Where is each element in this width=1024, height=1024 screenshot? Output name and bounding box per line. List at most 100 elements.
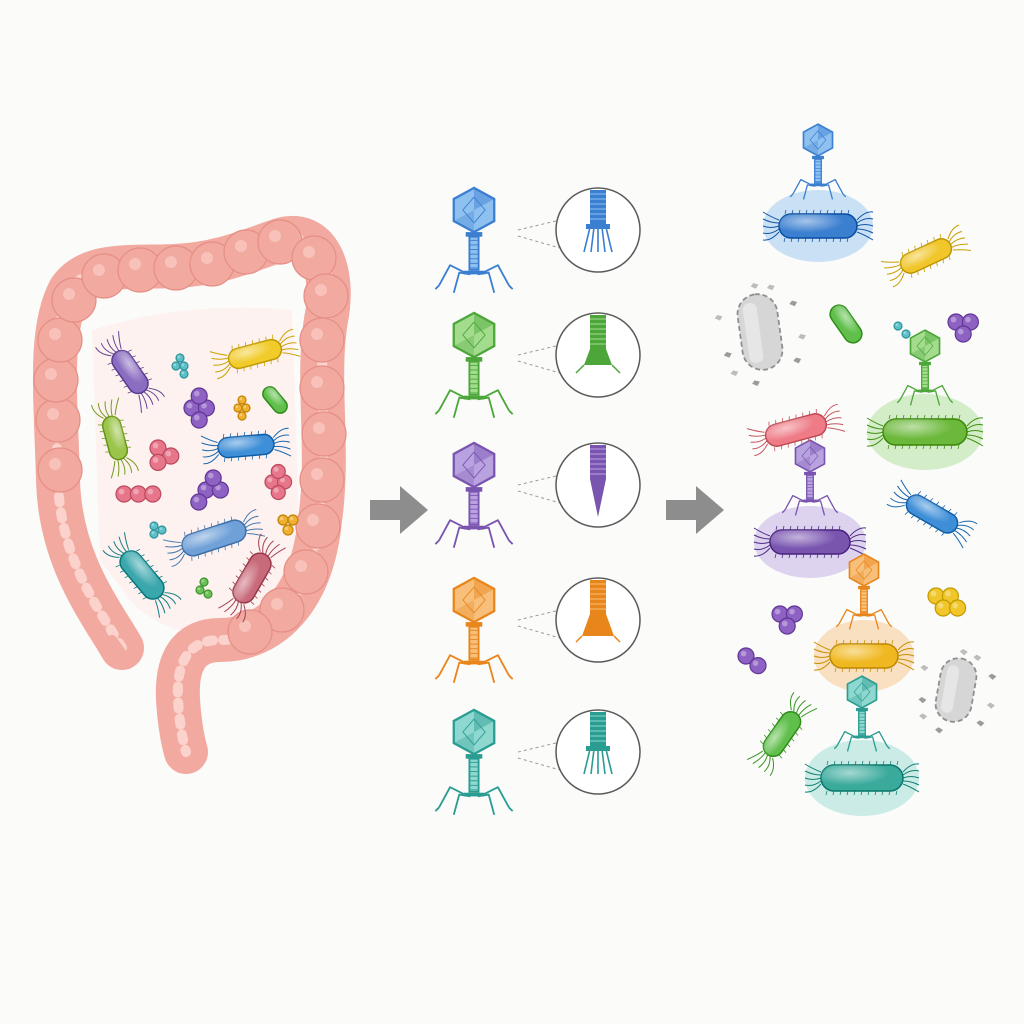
- phage-green: [434, 311, 514, 419]
- tail-detail-teal: [555, 709, 641, 795]
- tail-detail-orange: [555, 577, 641, 663]
- microbe-cluster: [233, 395, 251, 421]
- zoom-leader: [517, 741, 561, 771]
- microbe-cluster: [115, 485, 162, 503]
- haustrum: [301, 411, 347, 457]
- infected-bacterium: [813, 639, 915, 673]
- attached-phage: [833, 675, 891, 752]
- phage-head: [452, 311, 496, 359]
- phage-baseplate: [854, 735, 870, 739]
- haustrum: [299, 365, 345, 411]
- phage-tail: [806, 474, 814, 500]
- microbe-cluster: [171, 353, 189, 379]
- phage-baseplate: [856, 613, 872, 617]
- microbe-rod: [218, 533, 286, 623]
- haustrum: [291, 235, 337, 281]
- haustrum: [295, 503, 341, 549]
- phage-baseplate: [463, 660, 485, 665]
- attached-phage: [896, 329, 954, 406]
- gut-microbes: [91, 328, 301, 623]
- haustrum: [299, 317, 345, 363]
- phage-tail: [468, 360, 480, 396]
- zoom-leader: [517, 474, 561, 504]
- arrow-2: [666, 486, 724, 534]
- lysed-cell: [918, 649, 997, 734]
- infected-cell-blue: [762, 123, 874, 262]
- microbe-cluster: [195, 577, 213, 599]
- phage-library: [434, 186, 641, 816]
- zoom-leader: [517, 609, 561, 639]
- phage-baseplate: [463, 525, 485, 530]
- tail-detail-green: [555, 312, 641, 398]
- microbe-rod: [91, 397, 139, 479]
- tail-detail-purple: [555, 442, 641, 528]
- free-bacterium: [881, 224, 971, 288]
- infected-bacterium: [866, 414, 984, 450]
- targeted-lysis-panel: [714, 123, 997, 816]
- phage-baseplate: [917, 389, 933, 393]
- phage-blue: [434, 186, 514, 294]
- arrow-1: [370, 486, 428, 534]
- microbe-rod: [102, 532, 182, 618]
- infected-cell-green: [866, 329, 984, 470]
- haustrum: [303, 273, 349, 319]
- attached-phage: [835, 553, 893, 630]
- microbe-cluster: [149, 521, 167, 539]
- haustrum: [51, 277, 97, 323]
- microbe-rod: [162, 509, 266, 567]
- phage-orange: [434, 576, 514, 684]
- microbe-rod: [95, 331, 165, 413]
- zoom-leader: [517, 219, 561, 249]
- tail-tip: [590, 445, 606, 517]
- colon-panel: [32, 216, 351, 774]
- microbe-rod: [209, 328, 301, 380]
- lysed-cell: [714, 283, 806, 386]
- colon-haustra: [33, 219, 349, 655]
- microbe-cluster: [190, 469, 229, 511]
- haustrum: [259, 587, 305, 633]
- microbe-cluster: [183, 387, 215, 429]
- phage-baseplate: [463, 792, 485, 797]
- haustrum: [283, 549, 329, 595]
- phage-baseplate: [802, 499, 818, 503]
- free-bacterium: [746, 403, 846, 457]
- infected-cell-orange: [813, 553, 915, 692]
- attached-phage: [781, 439, 839, 516]
- phage-teal: [434, 708, 514, 816]
- phage-purple: [434, 441, 514, 549]
- phage-tail: [860, 588, 868, 614]
- colon-appendix: [107, 635, 133, 669]
- infected-cell-purple: [753, 439, 867, 578]
- haustrum: [33, 357, 79, 403]
- phage-head: [794, 439, 826, 473]
- free-bacterium: [886, 479, 978, 549]
- tail-tip: [583, 190, 613, 253]
- free-bacterium: [746, 692, 818, 776]
- tail-tip: [575, 315, 621, 374]
- phage-tail: [921, 364, 929, 390]
- microbe-rod: [262, 386, 288, 414]
- infected-cell-teal: [804, 675, 920, 816]
- phage-tail: [468, 490, 480, 526]
- haustrum: [299, 457, 345, 503]
- haustrum: [227, 609, 273, 655]
- phage-tail: [814, 158, 822, 184]
- phage-head: [452, 441, 496, 489]
- microbe-cluster: [264, 463, 293, 501]
- free-cluster: [927, 587, 967, 617]
- tail-tip: [575, 580, 621, 643]
- infected-bacterium: [804, 760, 920, 796]
- free-cluster: [771, 605, 803, 635]
- phage-tail: [468, 625, 480, 661]
- phage-head: [802, 123, 834, 157]
- microbe-cluster: [149, 439, 180, 471]
- phage-tail: [468, 757, 480, 793]
- free-bacterium: [829, 304, 863, 344]
- zoom-leader: [517, 344, 561, 374]
- phage-baseplate: [810, 183, 826, 187]
- microbe-cluster: [277, 514, 299, 536]
- free-cluster: [737, 647, 767, 675]
- phage-tail: [858, 710, 866, 736]
